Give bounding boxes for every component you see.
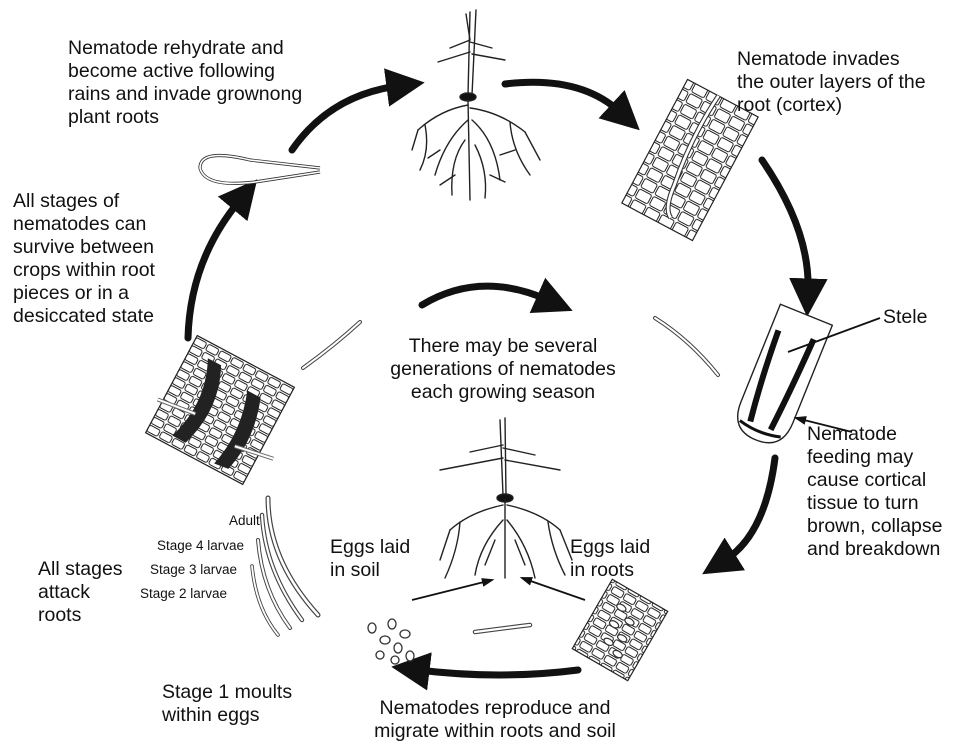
- stage-nematodes: [252, 498, 318, 635]
- eggs-in-roots: [572, 579, 667, 680]
- stage-label-stage3: Stage 3 larvae: [150, 562, 237, 578]
- cycle-arrow-to-invades: [505, 82, 620, 112]
- cycle-arrow-to-top-plant: [292, 86, 398, 150]
- cycle-arrow-bottom-left: [418, 670, 578, 675]
- label-eggs-soil: Eggs laid in soil: [330, 536, 410, 582]
- bottom-plant-illustration: [440, 418, 572, 578]
- label-all-stages-attack: All stages attack roots: [38, 558, 123, 627]
- label-eggs-roots: Eggs laid in roots: [570, 536, 650, 582]
- label-invades: Nematode invades the outer layers of the…: [737, 48, 926, 117]
- damaged-root-tissue: [141, 333, 307, 491]
- label-rehydrate: Nematode rehydrate and become active fol…: [68, 37, 302, 129]
- label-stage1: Stage 1 moults within eggs: [162, 681, 292, 727]
- cycle-arrow-to-stele: [762, 160, 808, 290]
- eggs-in-soil: [368, 619, 414, 664]
- coiled-nematode: [200, 156, 320, 184]
- cycle-arrow-to-bottom-right: [725, 458, 775, 560]
- label-stele: Stele: [883, 306, 927, 329]
- stage-label-stage4: Stage 4 larvae: [157, 538, 244, 554]
- cycle-arrow-inner: [422, 286, 548, 305]
- cycle-arrow-up-left: [188, 200, 240, 338]
- top-plant-illustration: [412, 10, 540, 200]
- label-generations: There may be several generations of nema…: [357, 335, 649, 404]
- stage-label-adult: Adult: [229, 513, 260, 529]
- label-feeding: Nematode feeding may cause cortical tiss…: [807, 423, 943, 561]
- stage-label-stage2: Stage 2 larvae: [140, 586, 227, 602]
- label-reproduce: Nematodes reproduce and migrate within r…: [345, 697, 645, 743]
- label-survive: All stages of nematodes can survive betw…: [13, 190, 155, 328]
